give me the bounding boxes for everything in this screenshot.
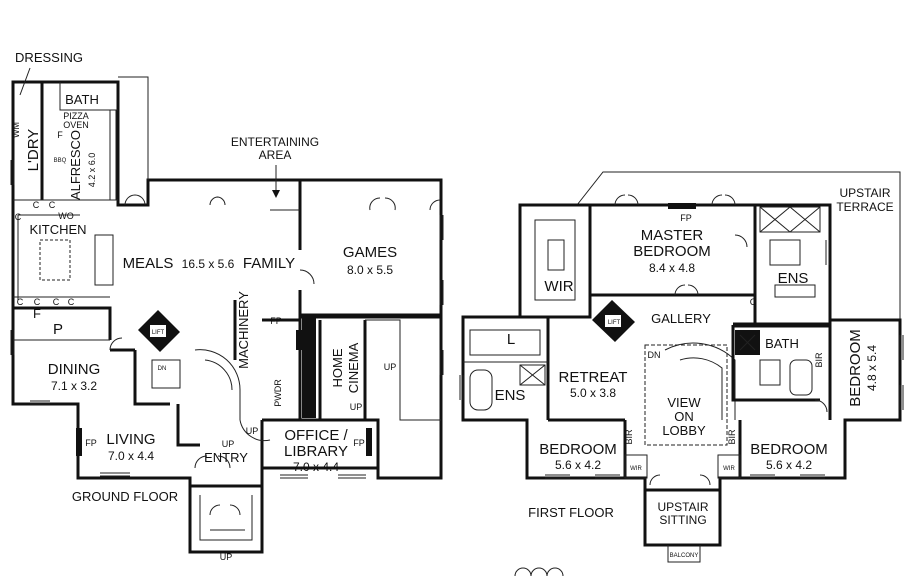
pantry-label: P: [53, 321, 63, 338]
wir-small-mid: WIR: [723, 466, 735, 472]
linen-label: L: [507, 331, 515, 348]
stair-up-label: UP: [246, 426, 259, 436]
ground-cupboard-label-4: C: [17, 297, 24, 307]
ground-cupboard-label-5: C: [34, 297, 41, 307]
wall-oven-label: WO: [58, 211, 74, 221]
balcony-label: BALCONY: [670, 553, 699, 559]
first-bath-label: BATH: [765, 336, 799, 351]
first-cupboard-label-1: C: [750, 297, 757, 307]
entertaining-label: ENTERTAINING: [231, 135, 319, 149]
games-size: 8.0 x 5.5: [347, 263, 393, 277]
lobby-label: LOBBY: [662, 423, 706, 438]
home-label: HOME: [330, 348, 345, 387]
retreat-label: RETREAT: [559, 369, 628, 386]
porch-up-label: UP: [220, 552, 233, 562]
upstair-terrace-label-2: TERRACE: [836, 200, 893, 214]
bedroom-right-label: BEDROOM: [847, 329, 864, 407]
first-floor-plan: [459, 171, 904, 576]
entry-up-label: UP: [222, 439, 235, 449]
retreat-size: 5.0 x 3.8: [570, 386, 616, 400]
bedroom-mid-label: BEDROOM: [750, 441, 828, 458]
ground-lift-label: LIFT: [152, 330, 165, 336]
cinema-up-label-2: UP: [350, 402, 363, 412]
ground-cupboard-label-6: C: [53, 297, 60, 307]
ground-cupboard-label-7: C: [68, 297, 75, 307]
games-label: GAMES: [343, 244, 397, 261]
master-fp-label: FP: [680, 213, 692, 223]
oven-label: OVEN: [63, 120, 89, 130]
wir-label: WIR: [544, 278, 573, 295]
bir-label-mid: BIR: [727, 429, 737, 445]
machinery-fp-label: FP: [270, 316, 282, 326]
entry-label: ENTRY: [204, 450, 248, 465]
ground-bath-label: BATH: [65, 92, 99, 107]
wm-label: WM: [11, 122, 21, 138]
dining-label: DINING: [48, 361, 101, 378]
upstair-sitting-label-2: SITTING: [659, 513, 706, 527]
library-label: LIBRARY: [284, 443, 348, 460]
living-size: 7.0 x 4.4: [108, 449, 154, 463]
meals-size: 16.5 x 5.6: [182, 257, 235, 271]
first-lift-label: LIFT: [608, 320, 621, 326]
bedroom-right-size: 4.8 x 5.4: [865, 345, 879, 391]
ensuite-upper-label: ENS: [778, 270, 809, 287]
on-label: ON: [674, 409, 694, 424]
laundry-label: L'DRY: [25, 129, 42, 172]
bir-label-left: BIR: [624, 429, 634, 445]
ground-floor-outer-wall: [11, 80, 443, 488]
living-fp-label: FP: [85, 438, 97, 448]
machinery-label: MACHINERY: [236, 291, 251, 369]
kitchen-fridge-label: F: [33, 306, 41, 321]
office-fp-label: FP: [353, 438, 365, 448]
area-label: AREA: [259, 148, 292, 162]
ground-floor-plan: [10, 67, 444, 554]
office-size: 7.0 x 4.4: [293, 460, 339, 474]
gallery-label: GALLERY: [651, 311, 711, 326]
master-size: 8.4 x 4.8: [649, 261, 695, 275]
kitchen-label: KITCHEN: [29, 222, 86, 237]
upstair-sitting-label-1: UPSTAIR: [657, 500, 708, 514]
family-label: FAMILY: [243, 255, 295, 272]
dining-size: 7.1 x 3.2: [51, 379, 97, 393]
pizza-label: PIZZA: [63, 111, 89, 121]
bedroom-left-size: 5.6 x 4.2: [555, 458, 601, 472]
ground-cupboard-label-2: C: [33, 200, 40, 210]
alfresco-size: 4.2 x 6.0: [87, 153, 97, 188]
bedroom-left-label: BEDROOM: [539, 441, 617, 458]
master-label: MASTER: [641, 227, 704, 244]
upstair-terrace-label-1: UPSTAIR: [839, 186, 890, 200]
cinema-up-label-1: UP: [384, 362, 397, 372]
master-bedroom-label: BEDROOM: [633, 243, 711, 260]
bir-label-right: BIR: [814, 352, 824, 368]
wir-small-left: WIR: [630, 466, 642, 472]
dressing-label: DRESSING: [15, 50, 83, 65]
first-stair-dn-label: DN: [648, 350, 661, 360]
powder-label: PWDR: [273, 379, 283, 407]
living-label: LIVING: [106, 431, 155, 448]
ground-cupboard-label-1: C: [15, 212, 22, 222]
cinema-label: CINEMA: [346, 342, 361, 393]
ensuite-left-label: ENS: [495, 387, 526, 404]
meals-label: MEALS: [123, 255, 174, 272]
alfresco-fridge-label: F: [57, 130, 63, 140]
ground-floor-title: GROUND FLOOR: [72, 489, 178, 504]
view-label: VIEW: [667, 395, 701, 410]
bedroom-mid-size: 5.6 x 4.2: [766, 458, 812, 472]
alfresco-label: ALFRESCO: [68, 130, 83, 200]
ground-stair-dn-label: DN: [158, 366, 167, 372]
office-label: OFFICE /: [284, 427, 348, 444]
bbq-label: BBQ: [54, 158, 67, 164]
ground-cupboard-label-3: C: [49, 200, 56, 210]
first-floor-title: FIRST FLOOR: [528, 505, 614, 520]
